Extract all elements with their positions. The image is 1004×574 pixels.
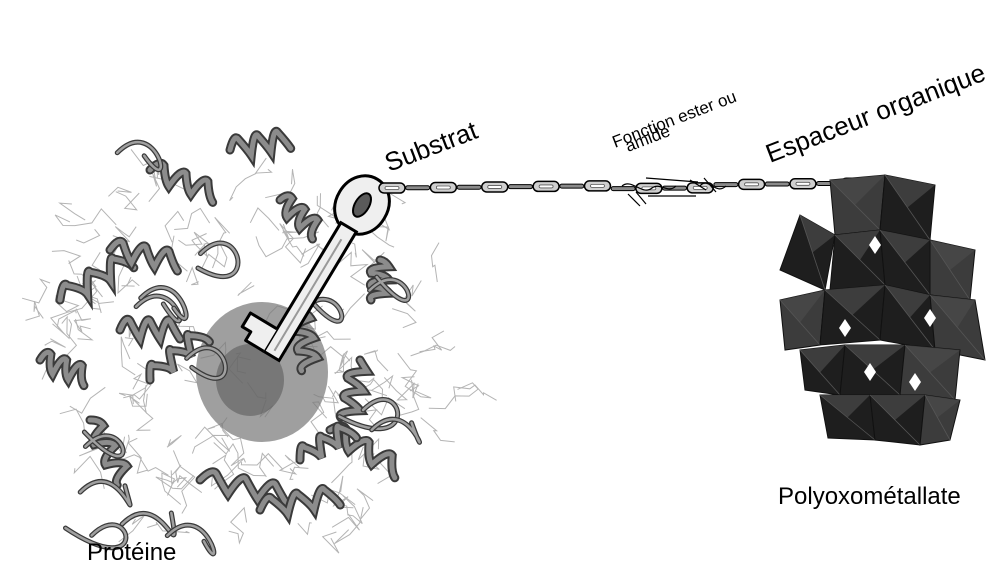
protein-helix bbox=[60, 258, 134, 300]
pom-octahedron bbox=[780, 215, 835, 290]
pom-octahedron bbox=[820, 285, 885, 345]
protein-stick bbox=[335, 507, 364, 543]
protein-stick bbox=[398, 353, 431, 398]
chain-link bbox=[379, 183, 405, 193]
chain-link bbox=[584, 181, 610, 191]
protein-stick bbox=[167, 435, 181, 447]
pom-octahedron bbox=[830, 175, 885, 235]
chain-link bbox=[790, 179, 816, 189]
protein-stick bbox=[70, 387, 106, 413]
protein-stick bbox=[76, 229, 99, 243]
pom-octahedron bbox=[930, 240, 975, 300]
polyoxometalate-label: Polyoxométallate bbox=[778, 483, 961, 510]
protein-stick bbox=[74, 309, 91, 332]
protein-stick bbox=[116, 192, 139, 210]
pom-octahedron bbox=[920, 395, 960, 445]
protein-stick bbox=[411, 331, 444, 356]
pom-octahedron bbox=[870, 395, 925, 445]
protein-stick bbox=[125, 338, 133, 347]
protein-stick bbox=[55, 209, 116, 226]
polyoxometalate-cluster bbox=[780, 175, 985, 445]
protein-stick bbox=[392, 309, 416, 328]
protein-stick bbox=[165, 211, 184, 242]
protein-stick bbox=[256, 158, 272, 173]
pom-octahedron bbox=[900, 345, 960, 400]
protein-stick bbox=[352, 243, 356, 258]
protein-stick bbox=[76, 319, 93, 340]
protein-stick bbox=[22, 279, 50, 303]
protein-stick bbox=[229, 508, 247, 543]
spacer-label: Espaceur organique bbox=[761, 57, 989, 168]
chain-link bbox=[457, 185, 481, 189]
protein-stick bbox=[192, 435, 229, 453]
protein-stick bbox=[432, 243, 440, 282]
protein-stick bbox=[391, 380, 419, 421]
chain-link bbox=[482, 182, 508, 192]
chain-link bbox=[560, 184, 584, 188]
protein-stick bbox=[454, 385, 497, 401]
protein-stick bbox=[421, 418, 455, 442]
protein-stick bbox=[282, 231, 304, 256]
pom-octahedron bbox=[820, 395, 875, 440]
protein-stick bbox=[108, 187, 131, 196]
protein-stick bbox=[26, 301, 44, 320]
protein-stick bbox=[122, 277, 135, 286]
chain-link bbox=[406, 186, 430, 190]
pom-octahedron bbox=[800, 345, 845, 395]
chain-link bbox=[611, 187, 635, 191]
chain-link bbox=[430, 182, 456, 192]
protein-stick bbox=[238, 282, 254, 296]
protein-stick bbox=[357, 489, 373, 520]
chain-link bbox=[765, 182, 789, 186]
protein-stick bbox=[45, 339, 66, 348]
protein-stick bbox=[174, 208, 210, 229]
protein-stick bbox=[52, 251, 80, 264]
chain-link bbox=[508, 185, 532, 189]
protein-stick bbox=[121, 337, 135, 375]
protein-stick bbox=[173, 450, 194, 513]
pom-octahedron bbox=[780, 290, 825, 350]
substrate-label: Substrat bbox=[380, 115, 482, 178]
protein-stick bbox=[214, 443, 266, 476]
protein-stick bbox=[250, 208, 279, 230]
protein-label: Protéine bbox=[87, 539, 176, 566]
pom-octahedron bbox=[880, 175, 935, 240]
protein-stick bbox=[298, 523, 312, 535]
protein-stick bbox=[60, 203, 85, 220]
chain-link bbox=[739, 179, 765, 189]
protein-stick bbox=[230, 173, 257, 200]
protein-stick bbox=[137, 412, 153, 430]
chain-link bbox=[533, 181, 559, 191]
